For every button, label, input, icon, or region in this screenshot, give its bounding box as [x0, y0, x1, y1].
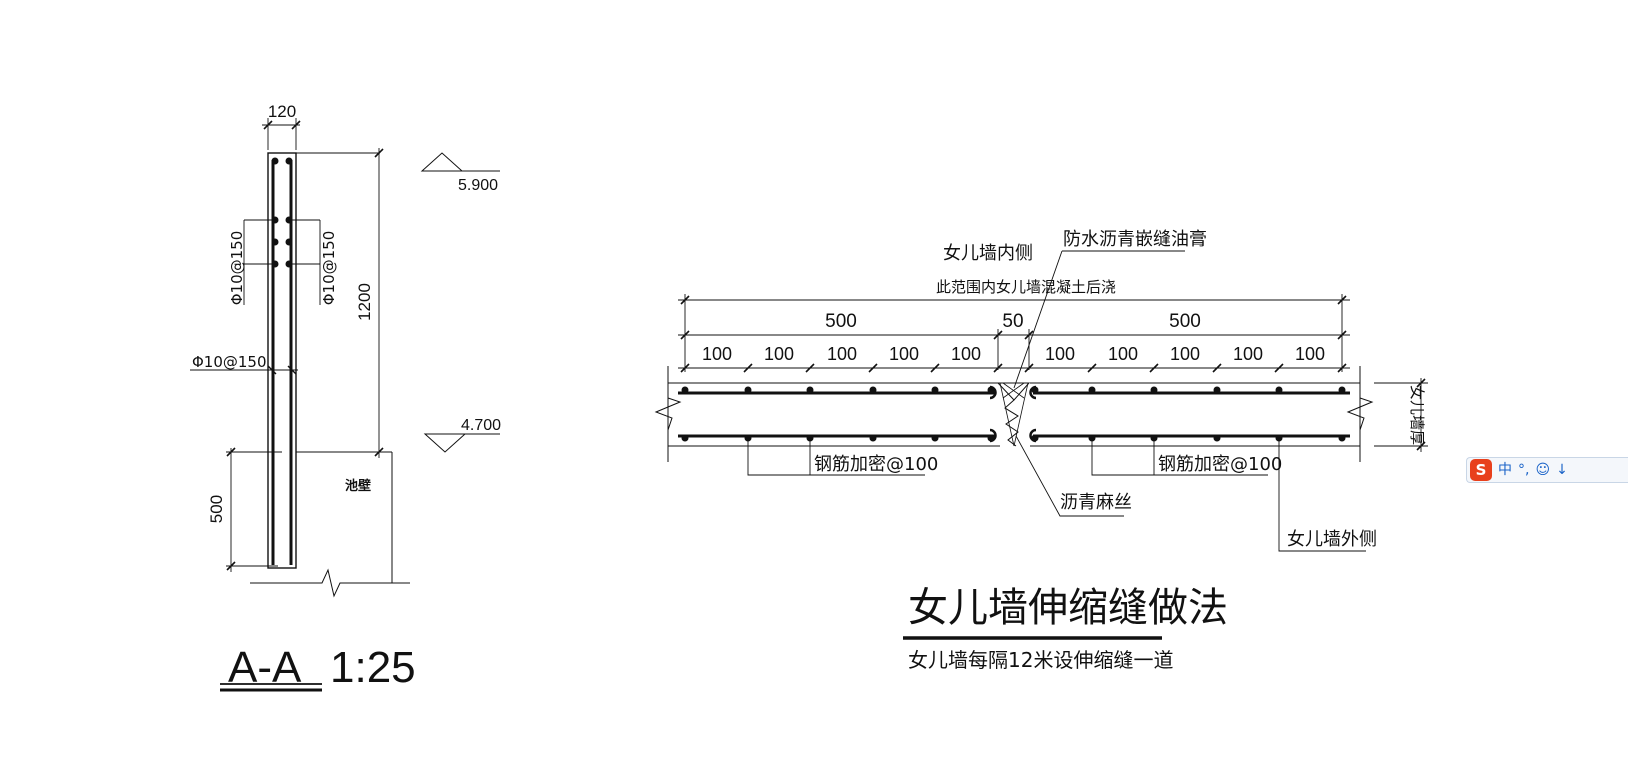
- dim-right: 500: [1169, 311, 1201, 332]
- dim-width: 120: [268, 102, 296, 121]
- dim-spacing: 100: [764, 344, 794, 364]
- ime-language-toggle[interactable]: 中: [1498, 462, 1512, 478]
- hemp-zigzag: [1004, 399, 1019, 447]
- elevation-marker-top: [420, 152, 464, 172]
- joint-title: 女儿墙伸缩缝做法: [908, 585, 1228, 631]
- sealant-funnel: [996, 382, 1031, 401]
- label-thickness: 女儿墙厚: [1408, 385, 1426, 445]
- dim-spacing: 100: [951, 344, 981, 364]
- rebar-label-left: Φ10@150: [228, 231, 246, 306]
- dim-spacing: 100: [702, 344, 732, 364]
- ime-more-icon[interactable]: ↓: [1556, 462, 1568, 478]
- rebar-label-horizontal: Φ10@150: [192, 353, 267, 371]
- dim-spacing: 100: [1170, 344, 1200, 364]
- label-rebar-left: 钢筋加密@100: [814, 454, 938, 475]
- break-line: [250, 568, 410, 598]
- dim-height: 1200: [355, 283, 374, 321]
- elevation-marker-bottom: [423, 433, 467, 453]
- spacing-ticks: [680, 363, 1347, 373]
- dim-left: 500: [825, 311, 857, 332]
- expansion-joint-detail: 500 50 500 100 100 100 100 100 100 100 1…: [654, 228, 1428, 672]
- dim-spacing: 100: [1045, 344, 1075, 364]
- dim-spacing: 100: [1295, 344, 1325, 364]
- label-range: 此范围内女儿墙混凝土后浇: [936, 278, 1116, 296]
- elevation-top: 5.900: [458, 177, 498, 194]
- dim-gap: 50: [1002, 311, 1023, 332]
- wall-outline: [267, 152, 297, 569]
- dim-bottom: 500: [207, 495, 226, 523]
- section-scale: 1:25: [330, 643, 416, 692]
- elevation-bottom: 4.700: [461, 417, 501, 434]
- label-hemp: 沥青麻丝: [1060, 492, 1132, 513]
- section-a-a: 120 1200 500 5.900 4.700 Φ10@150 Φ10@150…: [190, 102, 501, 692]
- label-outer-side: 女儿墙外侧: [1287, 529, 1377, 550]
- rebar-label-right: Φ10@150: [320, 231, 338, 306]
- ime-emoji-icon[interactable]: ☺: [1535, 462, 1551, 478]
- wall-label: 池壁: [345, 478, 371, 494]
- dim-spacing: 100: [1108, 344, 1138, 364]
- ime-toolbar[interactable]: S 中 °, ☺ ↓: [1466, 457, 1628, 483]
- dim-spacing: 100: [827, 344, 857, 364]
- ime-logo-icon[interactable]: S: [1470, 459, 1492, 481]
- joint-subtitle: 女儿墙每隔12米设伸缩缝一道: [908, 648, 1173, 672]
- rebar-dots: [681, 386, 1346, 442]
- break-line-left: [654, 397, 682, 431]
- label-sealant: 防水沥青嵌缝油膏: [1063, 228, 1207, 250]
- label-inner-side: 女儿墙内侧: [943, 243, 1033, 264]
- ime-punctuation-toggle[interactable]: °,: [1518, 462, 1530, 478]
- label-rebar-right: 钢筋加密@100: [1158, 454, 1282, 475]
- dim-spacing: 100: [889, 344, 919, 364]
- dim-spacing: 100: [1233, 344, 1263, 364]
- break-line-right: [1346, 397, 1374, 431]
